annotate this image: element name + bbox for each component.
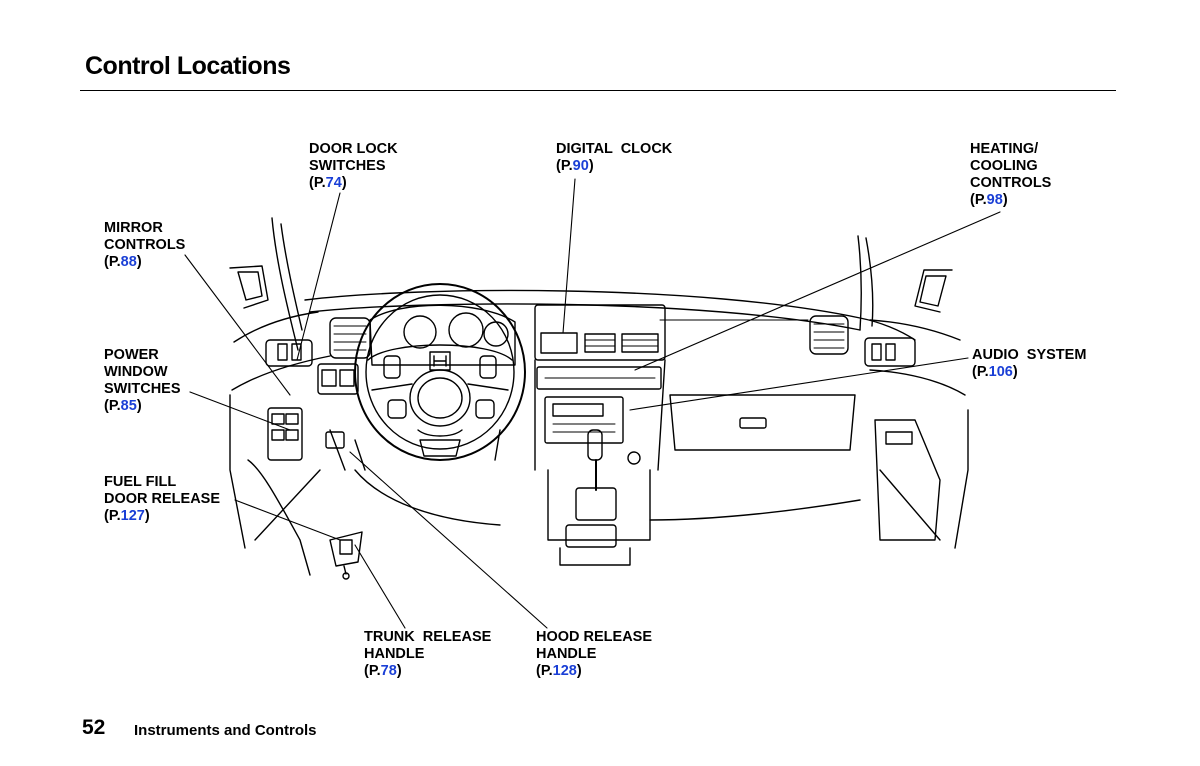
page-ref-link[interactable]: 90	[572, 158, 589, 174]
label-mirror-controls: MIRROR CONTROLS (P.88)	[104, 220, 186, 270]
page-ref-link[interactable]: 98	[986, 192, 1003, 208]
page-number: 52	[82, 716, 106, 739]
page-title: Control Locations	[85, 52, 291, 80]
label-digital-clock: DIGITAL CLOCK (P.90)	[556, 141, 673, 174]
page-ref-link[interactable]: 74	[325, 175, 342, 191]
page-ref-link[interactable]: 128	[552, 663, 577, 679]
label-heating-cooling-controls: HEATING/ COOLING CONTROLS (P.98)	[970, 141, 1052, 208]
page-ref-link[interactable]: 85	[120, 398, 137, 414]
label-audio-system: AUDIO SYSTEM (P.106)	[972, 347, 1087, 380]
page-ref-link[interactable]: 78	[380, 663, 397, 679]
page-ref-link[interactable]: 88	[120, 254, 137, 270]
section-name: Instruments and Controls	[134, 722, 317, 739]
label-door-lock-switches: DOOR LOCK SWITCHES (P.74)	[309, 141, 398, 191]
page-ref-link[interactable]: 106	[988, 364, 1013, 380]
label-fuel-fill-door-release: FUEL FILL DOOR RELEASE (P.127)	[104, 474, 221, 524]
label-trunk-release-handle: TRUNK RELEASE HANDLE (P.78)	[364, 629, 492, 679]
label-power-window-switches: POWER WINDOW SWITCHES (P.85)	[104, 347, 181, 414]
page-ref-link[interactable]: 127	[120, 508, 145, 524]
label-hood-release-handle: HOOD RELEASE HANDLE (P.128)	[536, 629, 653, 679]
title-divider	[80, 90, 1116, 91]
